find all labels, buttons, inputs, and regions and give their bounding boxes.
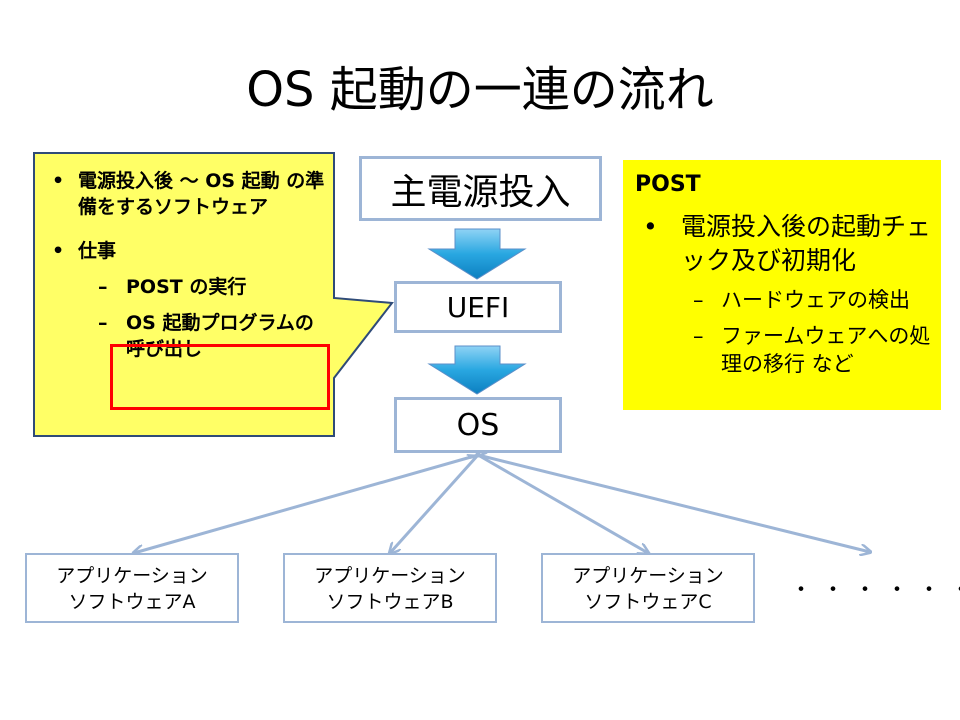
bullet-icon: •: [643, 212, 658, 241]
post-main-item: • 電源投入後の起動チェック及び初期化: [635, 210, 941, 278]
app-a-line2: ソフトウェアA: [68, 591, 196, 613]
callout-item-2-text: 仕事: [78, 240, 117, 262]
connector-app-b: [390, 455, 478, 553]
post-subitem-1: – ハードウェアの検出: [635, 286, 941, 314]
dash-icon: –: [693, 324, 704, 348]
callout-subitem-1-text: POST の実行: [126, 276, 247, 298]
callout-subitem-2: – OS 起動プログラムの呼び出し: [36, 310, 332, 362]
os-box: OS: [394, 397, 562, 453]
app-c-line1: アプリケーション: [572, 565, 724, 587]
bullet-icon: •: [52, 240, 65, 262]
callout-subitem-1: – POST の実行: [36, 274, 332, 300]
dash-icon: –: [693, 288, 704, 312]
connector-app-a: [134, 455, 478, 553]
app-b-line1: アプリケーション: [314, 565, 466, 587]
dash-icon: –: [98, 312, 108, 334]
post-subitem-2: – ファームウェアへの処理の移行 など: [635, 322, 941, 378]
uefi-box: UEFI: [394, 281, 562, 333]
connector-app-c: [478, 455, 648, 553]
callout-subitem-2-text: OS 起動プログラムの呼び出し: [126, 312, 314, 360]
connector-more: [478, 455, 870, 552]
post-subitem-1-text: ハードウェアの検出: [721, 288, 910, 312]
app-a-line1: アプリケーション: [56, 565, 208, 587]
callout-item-2: • 仕事: [36, 238, 332, 264]
power-on-box: 主電源投入: [359, 156, 602, 221]
callout-balloon: [33, 152, 394, 437]
arrow-down-2: [427, 345, 527, 395]
highlight-frame: [110, 344, 330, 410]
uefi-callout: • 電源投入後 〜 OS 起動 の準備をするソフトウェア • 仕事 – POST…: [36, 154, 332, 434]
app-c-line2: ソフトウェアC: [584, 591, 712, 613]
app-box-a: アプリケーション ソフトウェアA: [25, 553, 239, 623]
callout-item-1-text: 電源投入後 〜 OS 起動 の準備をするソフトウェア: [78, 170, 325, 218]
app-b-line2: ソフトウェアB: [326, 591, 454, 613]
more-apps-ellipsis: ・・・・・・: [790, 578, 960, 603]
post-info-box: POST • 電源投入後の起動チェック及び初期化 – ハードウェアの検出 – フ…: [623, 160, 941, 410]
dash-icon: –: [98, 276, 108, 298]
post-main-text: 電源投入後の起動チェック及び初期化: [681, 212, 932, 275]
arrow-down-1: [427, 228, 527, 280]
app-box-c: アプリケーション ソフトウェアC: [541, 553, 755, 623]
bullet-icon: •: [52, 170, 65, 192]
slide-title: OS 起動の一連の流れ: [246, 62, 714, 118]
post-heading: POST: [635, 172, 701, 197]
callout-item-1: • 電源投入後 〜 OS 起動 の準備をするソフトウェア: [36, 168, 332, 220]
post-subitem-2-text: ファームウェアへの処理の移行 など: [721, 324, 931, 376]
app-box-b: アプリケーション ソフトウェアB: [283, 553, 497, 623]
